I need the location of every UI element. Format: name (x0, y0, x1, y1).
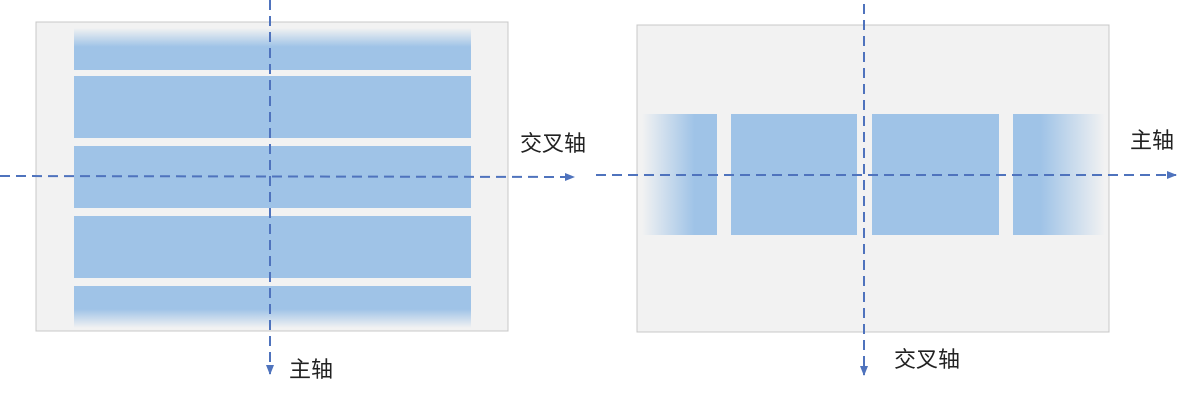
left-item-5 (74, 286, 471, 328)
left-diagram: 交叉轴 主轴 (0, 0, 586, 383)
left-item-1 (74, 28, 471, 70)
left-cross-axis-label: 交叉轴 (520, 132, 586, 157)
right-cross-axis-label: 交叉轴 (894, 348, 960, 373)
left-item-2 (74, 76, 471, 138)
right-diagram: 主轴 交叉轴 (596, 4, 1177, 376)
right-item-4 (1013, 114, 1105, 235)
left-main-axis-label: 主轴 (289, 358, 333, 383)
right-main-axis-label: 主轴 (1130, 129, 1174, 154)
left-item-4 (74, 216, 471, 278)
